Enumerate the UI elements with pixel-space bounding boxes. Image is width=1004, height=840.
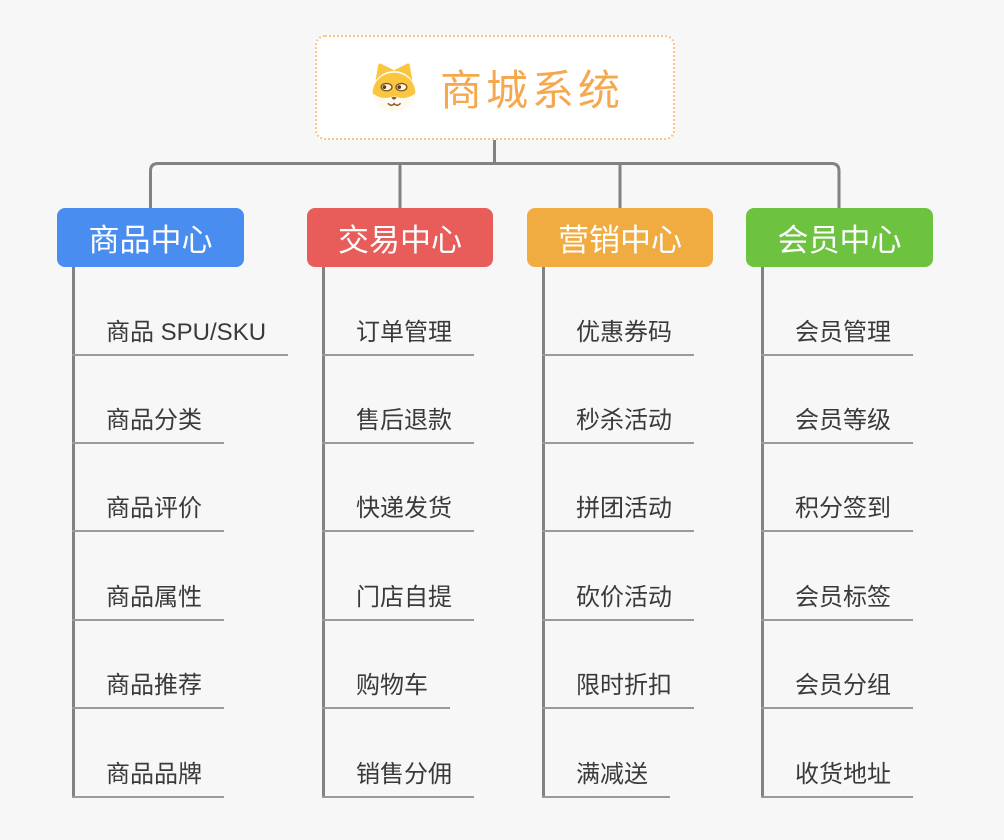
leaf-item[interactable]: 砍价活动 xyxy=(542,583,694,621)
leaf-item[interactable]: 满减送 xyxy=(542,760,670,798)
category-node-member-center[interactable]: 会员中心 xyxy=(746,208,933,267)
leaf-item[interactable]: 会员等级 xyxy=(761,406,913,444)
category-label: 营销中心 xyxy=(558,223,682,258)
leaf-item[interactable]: 购物车 xyxy=(322,671,450,709)
category-node-marketing-center[interactable]: 营销中心 xyxy=(527,208,713,267)
leaf-item[interactable]: 商品 SPU/SKU xyxy=(72,318,289,356)
leaf-item[interactable]: 收货地址 xyxy=(761,760,913,798)
leaf-item[interactable]: 商品分类 xyxy=(72,406,224,444)
leaf-item[interactable]: 销售分佣 xyxy=(322,760,474,798)
leaf-item[interactable]: 会员分组 xyxy=(761,671,913,709)
category-node-trade-center[interactable]: 交易中心 xyxy=(307,208,493,267)
dog-face-icon xyxy=(366,60,422,116)
root-node[interactable]: 商城系统 xyxy=(315,35,675,140)
category-label: 交易中心 xyxy=(338,223,462,258)
leaf-item[interactable]: 商品品牌 xyxy=(72,760,224,798)
category-label: 商品中心 xyxy=(88,223,213,258)
leaf-item[interactable]: 会员标签 xyxy=(761,583,913,621)
leaf-item[interactable]: 快递发货 xyxy=(322,494,474,532)
root-node-label: 商城系统 xyxy=(439,67,624,114)
leaf-item[interactable]: 限时折扣 xyxy=(542,671,694,709)
leaf-item[interactable]: 商品评价 xyxy=(72,494,224,532)
leaf-item[interactable]: 售后退款 xyxy=(322,406,474,444)
category-label: 会员中心 xyxy=(777,223,902,258)
leaf-item[interactable]: 积分签到 xyxy=(761,494,913,532)
leaf-item[interactable]: 秒杀活动 xyxy=(542,406,694,444)
leaf-item[interactable]: 拼团活动 xyxy=(542,494,694,532)
category-node-product-center[interactable]: 商品中心 xyxy=(57,208,244,267)
leaf-item[interactable]: 商品属性 xyxy=(72,583,224,621)
leaf-item[interactable]: 优惠券码 xyxy=(542,318,694,356)
leaf-item[interactable]: 商品推荐 xyxy=(72,671,224,709)
leaf-item[interactable]: 会员管理 xyxy=(761,318,913,356)
leaf-item[interactable]: 门店自提 xyxy=(322,583,474,621)
leaf-item[interactable]: 订单管理 xyxy=(322,318,474,356)
